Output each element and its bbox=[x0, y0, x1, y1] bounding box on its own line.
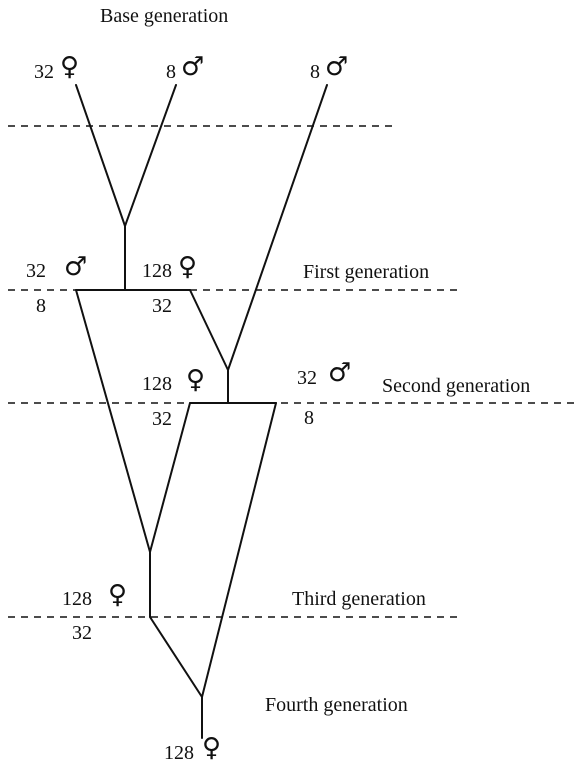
female-symbol-icon: ♀ bbox=[108, 580, 128, 610]
generation-label-second: Second generation bbox=[382, 375, 531, 397]
third-female-count: 128 bbox=[62, 588, 92, 610]
second-male-ratio: 8 bbox=[304, 407, 314, 429]
second-female-ratio: 32 bbox=[152, 408, 172, 430]
third-female-ratio: 32 bbox=[72, 622, 92, 644]
female-symbol-icon: ♀ bbox=[186, 365, 206, 395]
lineage-first-female bbox=[189, 289, 229, 371]
female-symbol-icon: ♀ bbox=[202, 733, 222, 763]
base-male-2-count: 8 bbox=[310, 61, 320, 83]
lineage-first-male bbox=[75, 289, 151, 553]
lineage-base-male-2 bbox=[227, 84, 328, 371]
first-female-ratio: 32 bbox=[152, 295, 172, 317]
generation-label-first: First generation bbox=[303, 261, 430, 283]
male-symbol-icon: ♂ bbox=[181, 52, 205, 82]
fourth-female-count: 128 bbox=[164, 742, 194, 764]
second-male-count: 32 bbox=[297, 367, 317, 389]
male-symbol-icon: ♂ bbox=[325, 52, 349, 82]
female-symbol-icon: ♀ bbox=[60, 52, 80, 82]
generation-label-third: Third generation bbox=[292, 588, 426, 610]
lineage-third-female bbox=[149, 616, 203, 698]
lineage-second-male bbox=[201, 402, 277, 698]
male-symbol-icon: ♂ bbox=[64, 252, 88, 282]
generation-label-fourth: Fourth generation bbox=[265, 694, 408, 716]
lineage-base-male-1 bbox=[124, 84, 177, 227]
female-symbol-icon: ♀ bbox=[178, 252, 198, 282]
first-male-count: 32 bbox=[26, 260, 46, 282]
generation-label-base: Base generation bbox=[100, 5, 229, 27]
lineage-second-female bbox=[149, 402, 191, 553]
base-male-1-count: 8 bbox=[166, 61, 176, 83]
second-female-count: 128 bbox=[142, 373, 172, 395]
lineage-base-female bbox=[75, 84, 126, 227]
first-male-ratio: 8 bbox=[36, 295, 46, 317]
first-female-count: 128 bbox=[142, 260, 172, 282]
male-symbol-icon: ♂ bbox=[328, 358, 352, 388]
base-female-count: 32 bbox=[34, 61, 54, 83]
